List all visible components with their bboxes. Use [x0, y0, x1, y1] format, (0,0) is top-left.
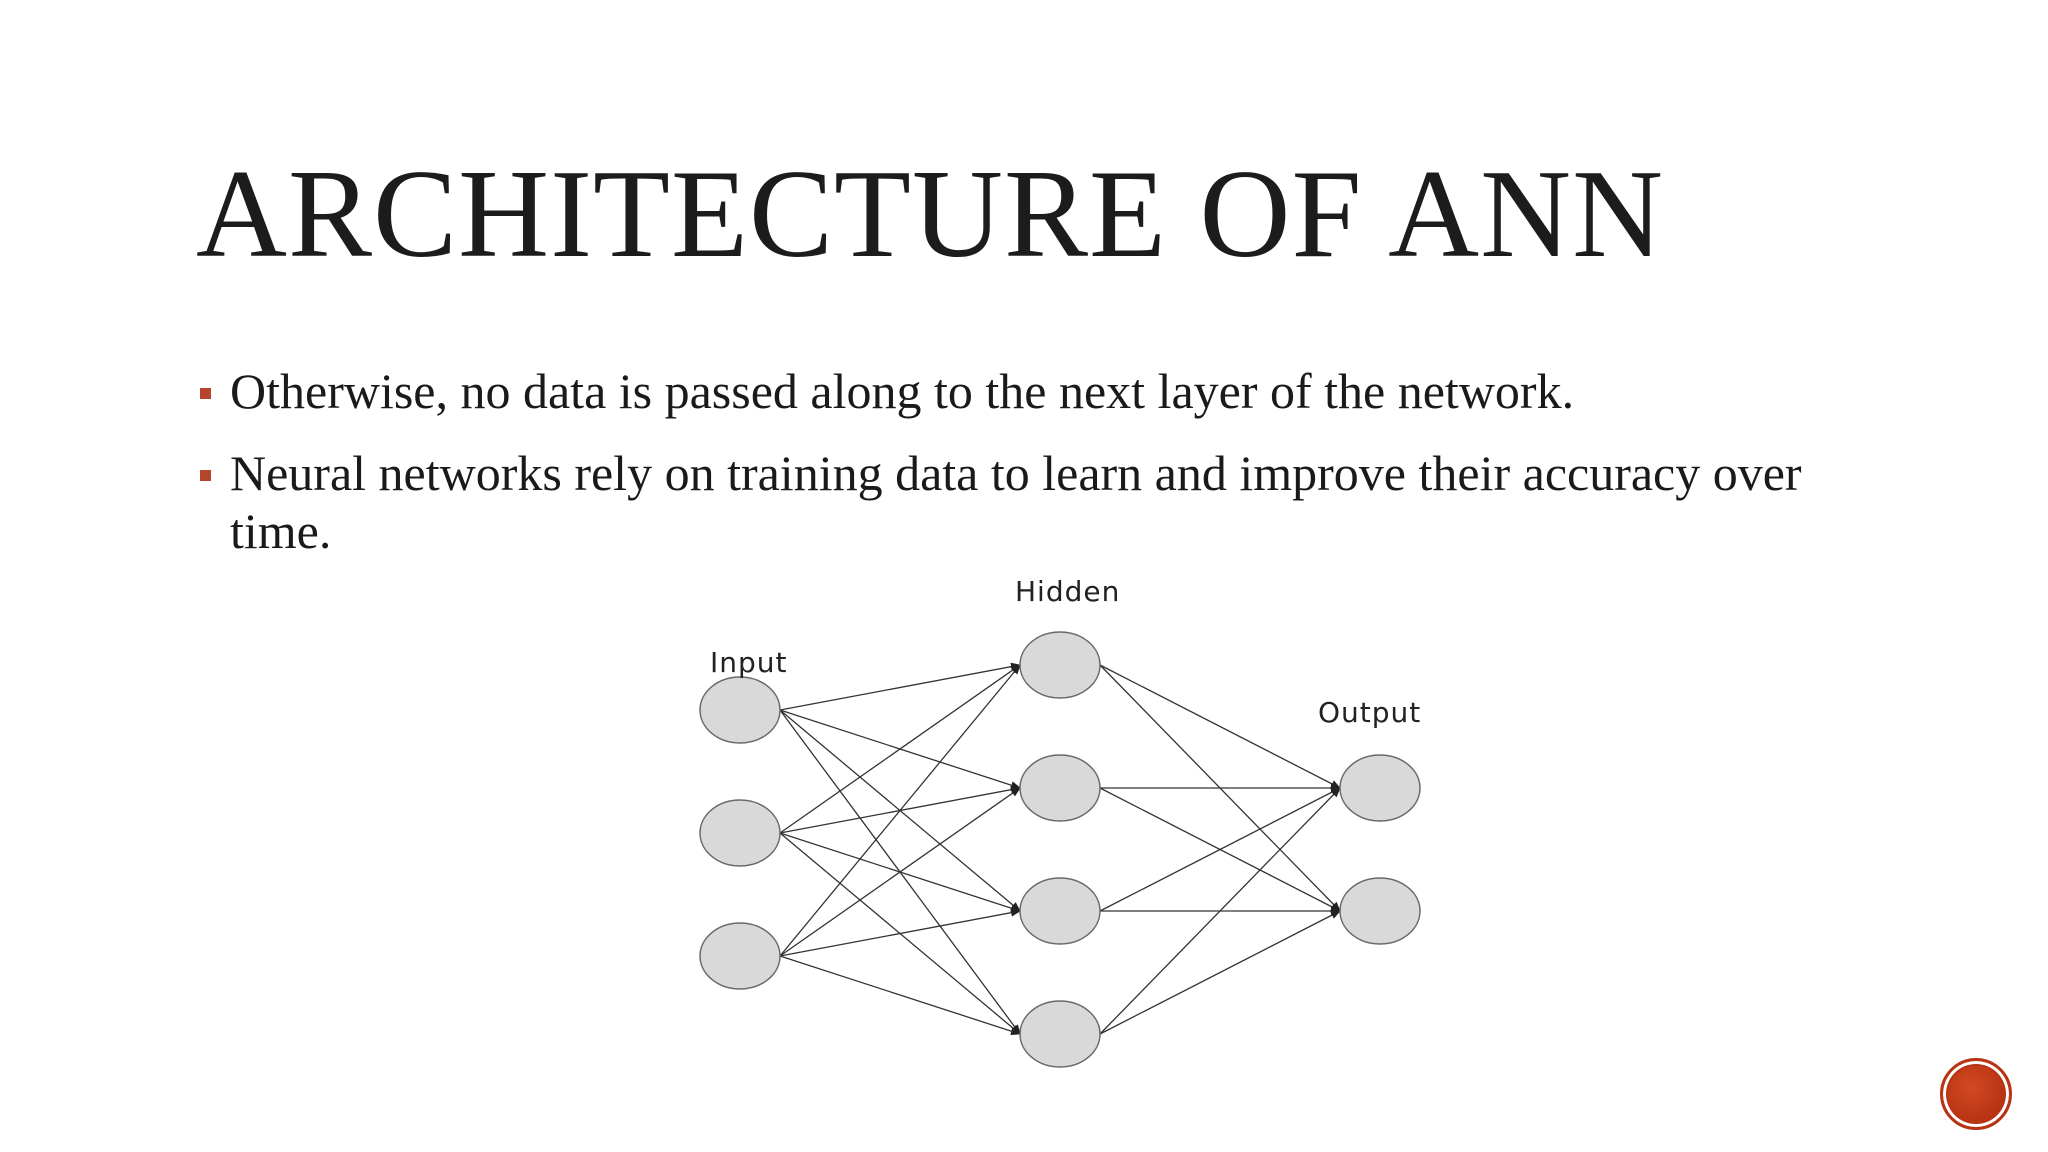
- edge-l0-n0-to-n0: [779, 662, 1021, 711]
- bullet-text: Otherwise, no data is passed along to th…: [230, 363, 1575, 419]
- hidden-node-1: [1019, 631, 1101, 699]
- output-node-2: [1339, 877, 1421, 945]
- hidden-node-4: [1019, 1000, 1101, 1068]
- hidden-node-2: [1019, 754, 1101, 822]
- bullet-item: Otherwise, no data is passed along to th…: [198, 362, 1878, 420]
- network-nodes: [699, 631, 1421, 1068]
- edge-l0-n2-to-n2: [779, 908, 1021, 957]
- input-node-3: [699, 922, 781, 990]
- input-node-1: [699, 676, 781, 744]
- edge-l1-n3-to-n1: [1099, 910, 1341, 1035]
- edge-l0-n1-to-n0: [779, 664, 1021, 834]
- input-node-2: [699, 799, 781, 867]
- edge-l1-n2-to-n0: [1099, 787, 1341, 912]
- bullet-item: Neural networks rely on training data to…: [198, 444, 1878, 560]
- input-layer-label: Input: [710, 646, 788, 679]
- connection-edges: [779, 662, 1341, 1036]
- slide-nav-button[interactable]: [1940, 1058, 2012, 1130]
- hidden-node-3: [1019, 877, 1101, 945]
- bullet-text: Neural networks rely on training data to…: [230, 445, 1802, 559]
- edge-l0-n2-to-n3: [779, 955, 1021, 1036]
- bullet-square-icon: [200, 388, 211, 399]
- output-node-1: [1339, 754, 1421, 822]
- bullet-list: Otherwise, no data is passed along to th…: [198, 362, 1878, 584]
- bullet-square-icon: [200, 470, 211, 481]
- output-layer-label: Output: [1318, 696, 1421, 729]
- hidden-layer-label: Hidden: [1015, 575, 1120, 608]
- edge-l0-n2-to-n1: [779, 787, 1021, 957]
- edge-l1-n0-to-n0: [1099, 664, 1341, 789]
- edge-l1-n3-to-n0: [1099, 787, 1341, 1035]
- edge-l0-n2-to-n0: [779, 664, 1021, 957]
- slide-title: ARCHITECTURE OF ANN: [196, 145, 1665, 284]
